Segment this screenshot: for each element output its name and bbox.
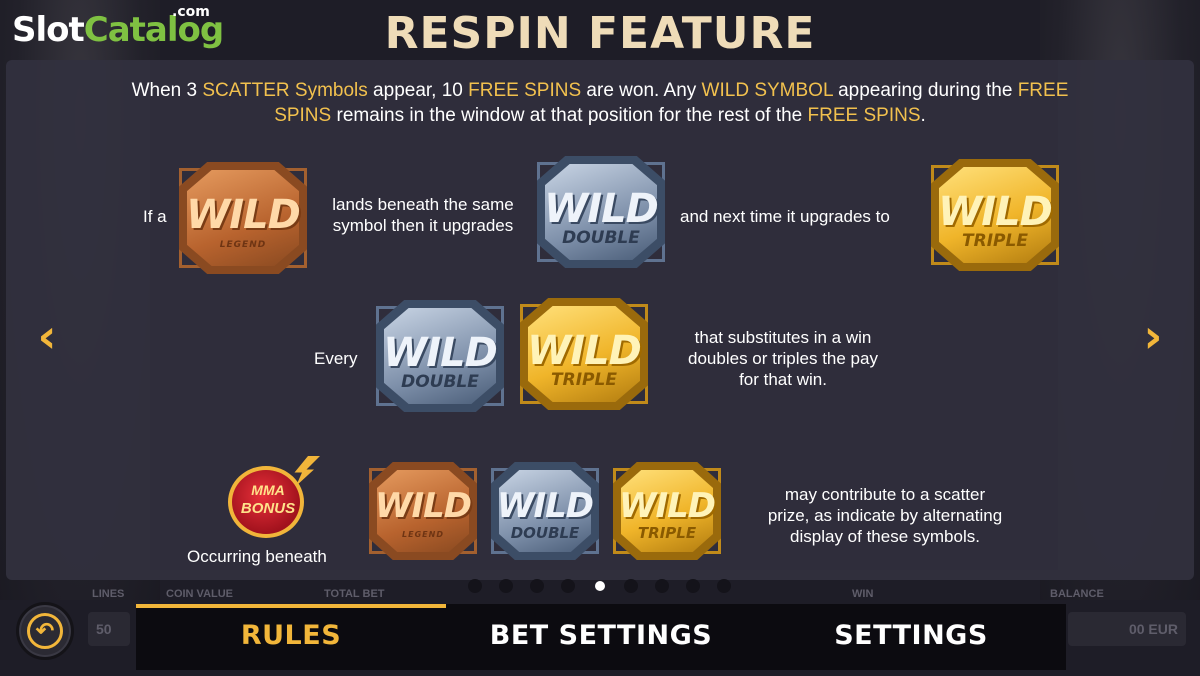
hud-lines-value: 50	[88, 612, 130, 646]
symbol-legend-label: LEGEND	[402, 530, 444, 539]
logo-text-catalog: Catalog	[83, 10, 224, 50]
intro-highlight: FREE SPINS	[468, 80, 582, 101]
page-dot[interactable]	[717, 579, 731, 593]
symbol-wild-label: WILD	[527, 328, 642, 374]
intro-text: appear, 10	[367, 80, 469, 101]
pagination-dots	[466, 579, 736, 595]
symbol-octagon-inner	[528, 306, 640, 402]
wild-triple-symbol: WILD TRIPLE	[613, 462, 721, 560]
logo-text-slot: Slot	[12, 10, 85, 50]
tab-settings[interactable]: SETTINGS	[834, 620, 988, 651]
symbol-octagon-inner	[545, 164, 657, 260]
symbol-wild-label: WILD	[496, 486, 594, 526]
settings-tab-bar	[136, 604, 1066, 670]
page-dot[interactable]	[624, 579, 638, 593]
hud-win-label: WIN	[852, 588, 874, 600]
back-arrow-icon: ↶	[27, 613, 63, 649]
symbol-double-label: DOUBLE	[510, 524, 580, 542]
symbol-double-label: DOUBLE	[562, 228, 640, 248]
intro-text: remains in the window at that position f…	[331, 105, 808, 126]
symbol-octagon-inner	[621, 470, 713, 552]
active-tab-indicator	[136, 604, 446, 608]
symbol-wild-label: WILD	[374, 486, 472, 526]
symbol-wild-label: WILD	[383, 330, 498, 376]
symbol-octagon-inner	[499, 470, 591, 552]
hud-lines-label: LINES	[92, 588, 125, 600]
text-line: may contribute to a scatter	[784, 485, 986, 504]
page-dot[interactable]	[468, 579, 482, 593]
tab-bet-settings[interactable]: BET SETTINGS	[489, 620, 713, 651]
mma-bonus-symbol: MMA BONUS	[222, 456, 320, 540]
next-page-arrow-icon[interactable]: ›	[1143, 309, 1163, 363]
page-title: RESPIN FEATURE	[384, 8, 816, 59]
text-line: display of these symbols.	[790, 527, 980, 546]
page-dot-active[interactable]	[595, 581, 605, 591]
hud-balance-value: 00 EUR	[1068, 612, 1186, 646]
symbol-wild-label: WILD	[186, 192, 301, 238]
symbol-triple-label: TRIPLE	[637, 524, 697, 542]
text-line: symbol then it upgrades	[332, 216, 514, 235]
text-line: that substitutes in a win	[694, 328, 872, 347]
intro-highlight: SCATTER Symbols	[202, 80, 368, 101]
site-logo: SlotCatalog .com	[12, 4, 224, 50]
text-line: prize, as indicate by alternating	[767, 506, 1003, 525]
previous-page-arrow-icon[interactable]: ‹	[37, 309, 57, 363]
symbol-triple-label: TRIPLE	[551, 370, 617, 390]
back-button[interactable]: ↶	[16, 602, 74, 660]
intro-highlight: FREE SPINS	[807, 105, 921, 126]
symbol-wild-label: WILD	[938, 189, 1053, 235]
text-line: doubles or triples the pay	[688, 349, 878, 368]
text-may-contribute: may contribute to a scatter prize, as in…	[730, 484, 1040, 547]
symbol-wild-label: WILD	[618, 486, 716, 526]
wild-triple-symbol: WILD TRIPLE	[931, 159, 1059, 271]
hud-balance-label: BALANCE	[1050, 588, 1104, 600]
symbol-octagon-inner	[187, 170, 299, 266]
intro-text: .	[920, 105, 926, 126]
intro-text: When 3	[131, 80, 203, 101]
wild-legend-symbol: WILD LEGEND	[179, 162, 307, 274]
intro-paragraph: When 3 SCATTER Symbols appear, 10 FREE S…	[120, 78, 1080, 128]
text-next-upgrade: and next time it upgrades to	[680, 207, 890, 226]
page-dot[interactable]	[655, 579, 669, 593]
text-every: Every	[314, 349, 358, 368]
text-line: for that win.	[739, 370, 827, 389]
bonus-ring	[228, 466, 304, 538]
symbol-wild-label: WILD	[544, 186, 659, 232]
intro-text: appearing during the	[832, 80, 1018, 101]
symbol-octagon-inner	[939, 167, 1051, 263]
bonus-label-mma: MMA	[251, 482, 285, 498]
page-dot[interactable]	[530, 579, 544, 593]
wild-double-symbol: WILD DOUBLE	[491, 462, 599, 560]
text-if-a: If a	[143, 207, 167, 226]
bonus-label-bonus: BONUS	[240, 500, 296, 517]
wild-double-symbol: WILD DOUBLE	[376, 300, 504, 412]
page-dot[interactable]	[561, 579, 575, 593]
text-substitutes: that substitutes in a win doubles or tri…	[664, 327, 902, 390]
text-line: lands beneath the same	[332, 195, 514, 214]
wild-legend-symbol: WILD LEGEND	[369, 462, 477, 560]
page-dot[interactable]	[499, 579, 513, 593]
text-lands-beneath: lands beneath the same symbol then it up…	[318, 194, 528, 236]
hud-coin-value-label: COIN VALUE	[166, 588, 234, 600]
wild-double-symbol: WILD DOUBLE	[537, 156, 665, 268]
symbol-triple-label: TRIPLE	[962, 231, 1028, 251]
page-dot[interactable]	[686, 579, 700, 593]
hud-total-bet-label: TOTAL BET	[324, 588, 385, 600]
intro-text: are won. Any	[581, 80, 702, 101]
symbol-legend-label: LEGEND	[219, 240, 267, 250]
symbol-octagon-inner	[384, 308, 496, 404]
intro-highlight: FREE SPINS	[274, 80, 1069, 126]
symbol-octagon-inner	[377, 470, 469, 552]
intro-highlight: WILD SYMBOL	[701, 80, 833, 101]
logo-text-com: .com	[172, 4, 210, 20]
wild-triple-symbol: WILD TRIPLE	[520, 298, 648, 410]
symbol-double-label: DOUBLE	[401, 372, 479, 392]
tab-rules[interactable]: RULES	[240, 620, 342, 651]
text-occurring-beneath: Occurring beneath	[187, 547, 327, 566]
